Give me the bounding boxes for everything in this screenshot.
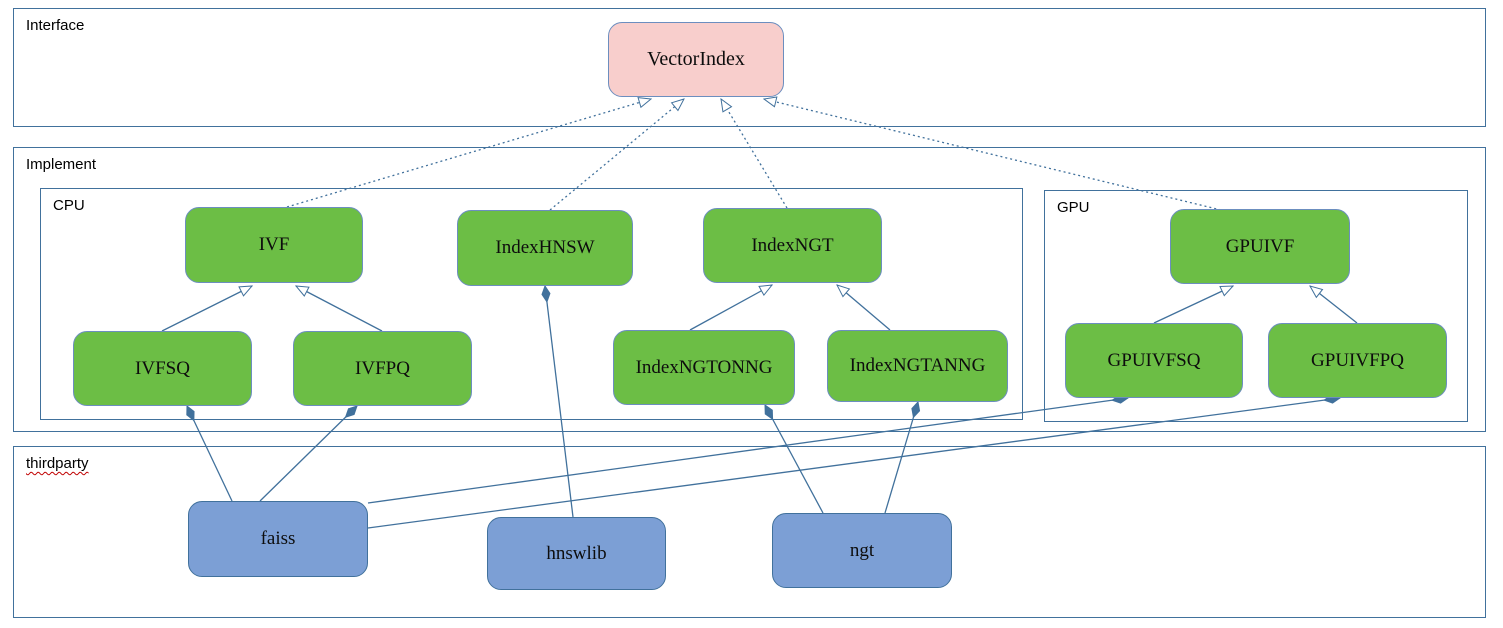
node-vectorindex[interactable]: VectorIndex — [608, 22, 784, 97]
node-ivfpq[interactable]: IVFPQ — [293, 331, 472, 406]
node-faiss[interactable]: faiss — [188, 501, 368, 577]
node-gpuivf[interactable]: GPUIVF — [1170, 209, 1350, 284]
node-hnswlib[interactable]: hnswlib — [487, 517, 666, 590]
node-gpuivfpq[interactable]: GPUIVFPQ — [1268, 323, 1447, 398]
container-thirdparty-label: thirdparty — [26, 455, 89, 472]
node-ngt[interactable]: ngt — [772, 513, 952, 588]
container-interface-label: Interface — [26, 17, 85, 34]
node-vectorindex-label: VectorIndex — [647, 48, 745, 70]
node-indexngt[interactable]: IndexNGT — [703, 208, 882, 283]
container-implement-label: Implement — [26, 156, 97, 173]
node-indexngt-label: IndexNGT — [751, 234, 834, 256]
node-ivfsq[interactable]: IVFSQ — [73, 331, 252, 406]
node-ngt-label: ngt — [849, 539, 875, 561]
node-gpuivf-label: GPUIVF — [1225, 235, 1295, 257]
node-gpuivfsq[interactable]: GPUIVFSQ — [1065, 323, 1243, 398]
node-hnswlib-label: hnswlib — [546, 542, 607, 564]
node-indexngtonng-label: IndexNGTONNG — [635, 356, 773, 378]
node-gpuivfsq-label: GPUIVFSQ — [1107, 349, 1201, 371]
node-ivfsq-label: IVFSQ — [135, 357, 190, 379]
container-cpu-label: CPU — [53, 197, 85, 214]
node-indexngtonng[interactable]: IndexNGTONNG — [613, 330, 795, 405]
node-faiss-label: faiss — [260, 528, 296, 549]
node-ivf-label: IVF — [258, 234, 290, 255]
node-indexngtanng-label: IndexNGTANNG — [849, 355, 986, 376]
node-gpuivfpq-label: GPUIVFPQ — [1311, 349, 1404, 371]
node-indexngtanng[interactable]: IndexNGTANNG — [827, 330, 1008, 402]
container-gpu-label: GPU — [1057, 199, 1090, 216]
node-indexhnsw[interactable]: IndexHNSW — [457, 210, 633, 286]
node-ivf[interactable]: IVF — [185, 207, 363, 283]
node-indexhnsw-label: IndexHNSW — [495, 237, 595, 258]
node-ivfpq-label: IVFPQ — [355, 357, 410, 379]
